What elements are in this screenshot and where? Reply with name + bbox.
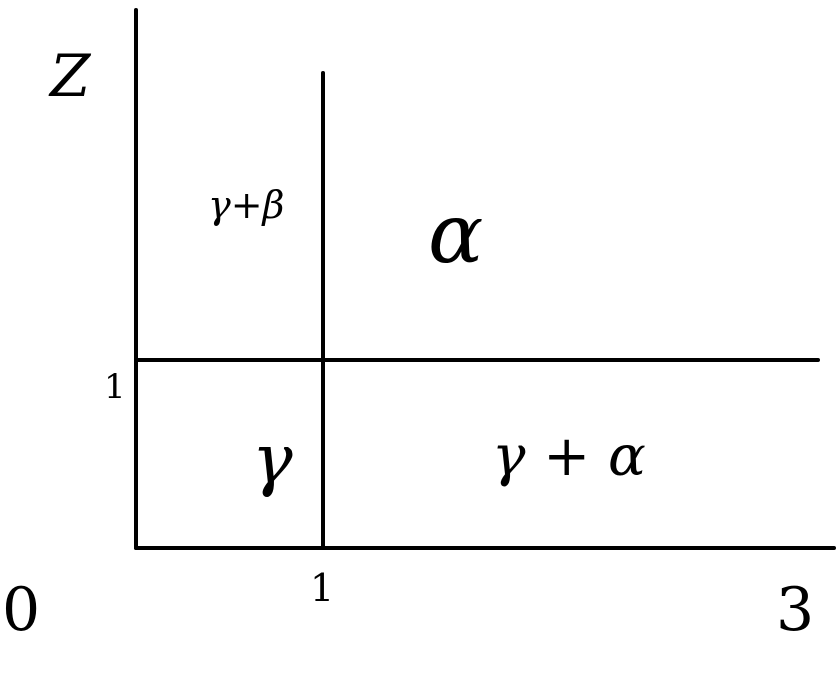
origin-label: 0 xyxy=(2,575,40,645)
region-label-top-left: γ+β xyxy=(208,183,285,227)
region-label-bottom-left: γ xyxy=(252,421,293,500)
x-tick-label: 1 xyxy=(310,566,334,610)
x-max-label: 3 xyxy=(776,575,814,645)
region-label-bottom-right: γ + α xyxy=(492,424,646,489)
z-axis-label: Z xyxy=(48,42,92,110)
axis-lines xyxy=(134,8,836,550)
region-label-top-right: α xyxy=(428,187,483,282)
y-tick-label: 1 xyxy=(104,367,126,407)
